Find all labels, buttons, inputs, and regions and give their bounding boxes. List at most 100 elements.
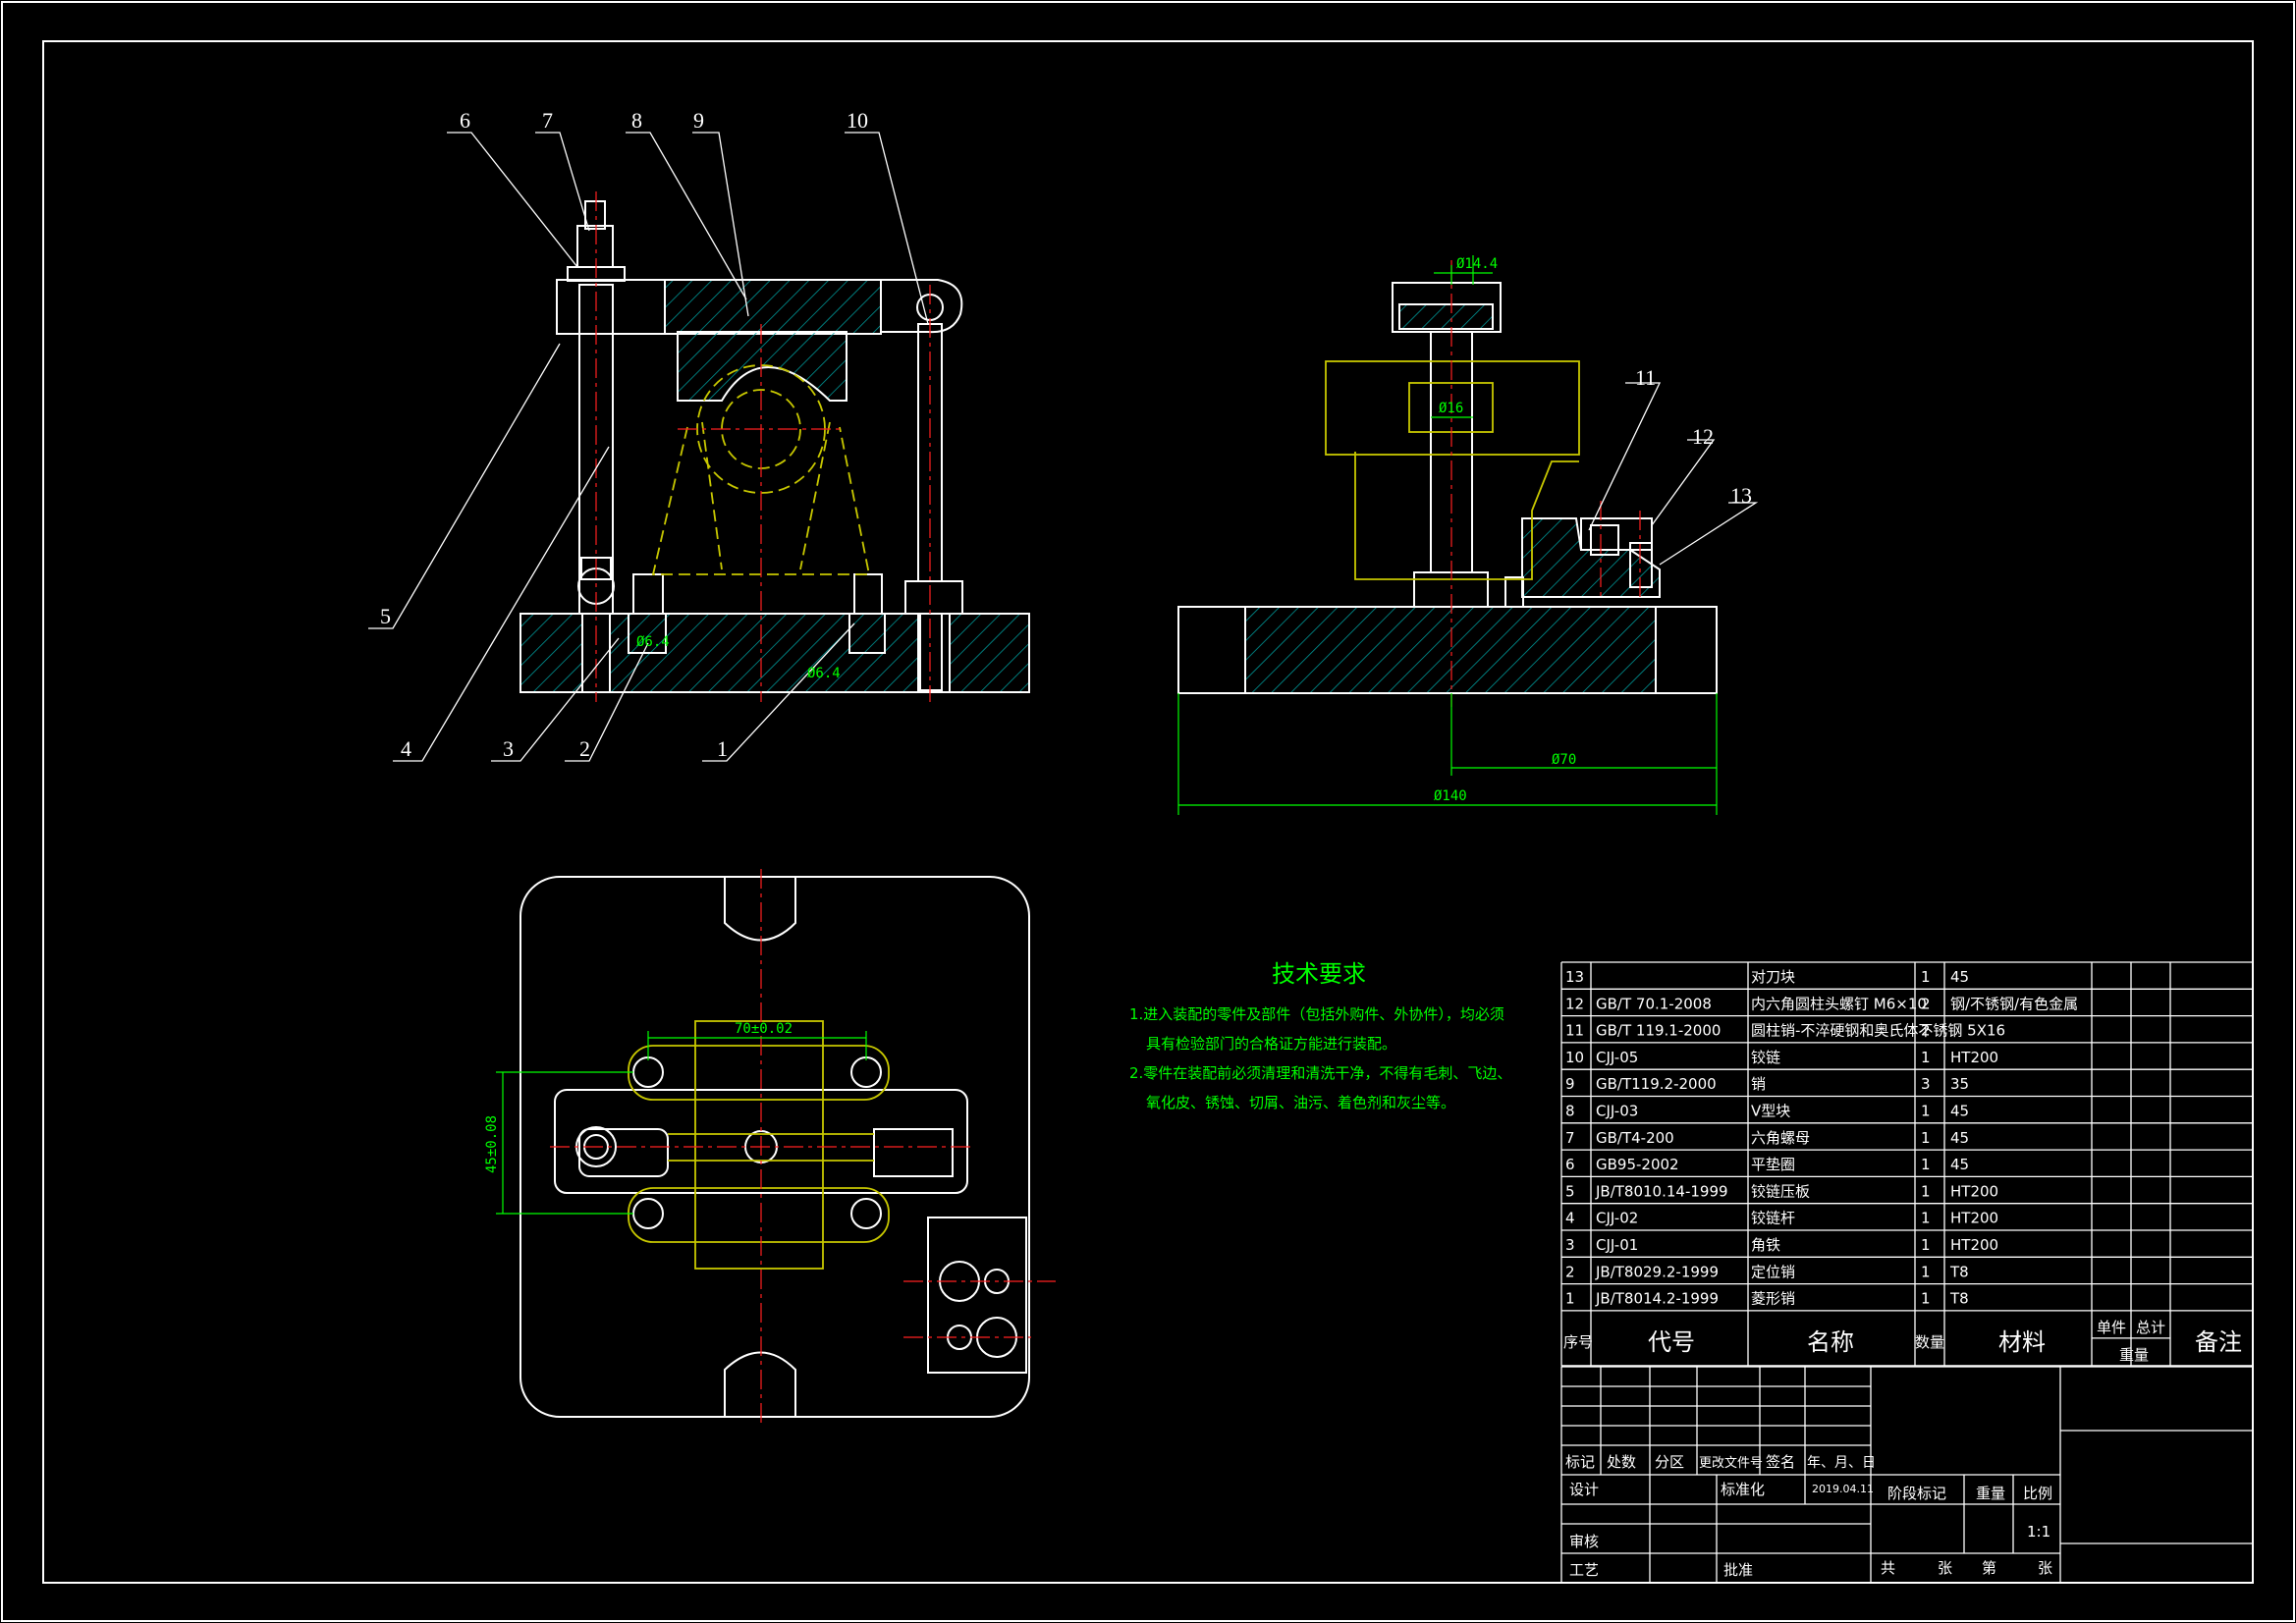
tb-doc: 更改文件号: [1699, 1456, 1763, 1471]
top-dimensions: [496, 1031, 867, 1215]
balloon-3: 3: [503, 736, 514, 761]
parts-cell-code: GB/T4-200: [1596, 1129, 1674, 1147]
parts-cell-no: 11: [1565, 1022, 1584, 1040]
parts-cell-code: GB/T 119.1-2000: [1596, 1022, 1721, 1040]
tb-mark: 标记: [1565, 1453, 1595, 1471]
hdr-remark: 备注: [2195, 1328, 2242, 1356]
tech-line2: 具有检验部门的合格证方能进行装配。: [1146, 1035, 1396, 1053]
parts-list-grid: [1560, 961, 2254, 1367]
balloon-12: 12: [1692, 424, 1714, 449]
side-view: [1177, 282, 1718, 694]
parts-cell-name: 平垫圈: [1751, 1156, 1795, 1173]
title-block-grid: [1560, 1366, 2254, 1584]
parts-cell-material: 45: [1950, 1156, 1969, 1173]
tb-sign: 签名: [1766, 1453, 1795, 1471]
hdr-unit: 单件: [2097, 1319, 2126, 1336]
parts-cell-code: CJJ-01: [1596, 1236, 1638, 1254]
parts-cell-qty: 1: [1921, 1156, 1931, 1173]
balloon-7: 7: [542, 108, 553, 133]
dim-w70: 70±0.02: [735, 1021, 793, 1037]
parts-cell-name: 销: [1751, 1075, 1766, 1093]
front-centerlines: [595, 191, 931, 702]
balloon-2: 2: [579, 736, 590, 761]
side-leaders: [1588, 382, 1759, 566]
tb-date: 年、月、日: [1807, 1455, 1876, 1471]
parts-cell-code: GB/T 70.1-2008: [1596, 995, 1712, 1012]
parts-cell-name: 铰链: [1751, 1049, 1780, 1066]
parts-cell-no: 5: [1565, 1182, 1575, 1200]
tech-line4: 氧化皮、锈蚀、切屑、油污、着色剂和灰尘等。: [1146, 1094, 1455, 1111]
hdr-material: 材料: [1998, 1328, 2046, 1356]
parts-cell-code: GB95-2002: [1596, 1156, 1679, 1173]
parts-cell-qty: 1: [1921, 1049, 1931, 1066]
parts-cell-name: 六角螺母: [1751, 1129, 1810, 1147]
parts-cell-material: HT200: [1950, 1049, 1998, 1066]
parts-cell-qty: 2: [1921, 1022, 1931, 1040]
dim-d16: Ø16: [1439, 401, 1463, 416]
tb-total-sheets: 共: [1881, 1559, 1895, 1577]
balloon-5: 5: [380, 604, 391, 628]
parts-cell-name: V型块: [1751, 1103, 1790, 1120]
tb-zone: 分区: [1655, 1453, 1684, 1471]
hdr-weight: 重量: [2119, 1346, 2149, 1364]
parts-cell-qty: 1: [1921, 1182, 1931, 1200]
tech-line3: 2.零件在装配前必须清理和清洗干净，不得有毛刺、飞边、: [1129, 1064, 1511, 1082]
tb-sheets: 张: [1938, 1559, 1952, 1577]
balloon-13: 13: [1730, 483, 1752, 508]
parts-cell-name: 定位销: [1751, 1263, 1795, 1280]
parts-cell-no: 13: [1565, 968, 1584, 986]
top-view: [519, 876, 1030, 1418]
parts-cell-no: 1: [1565, 1290, 1575, 1308]
tb-sheet-unit: 张: [2038, 1559, 2052, 1577]
dim-d14-4: Ø14.4: [1456, 256, 1498, 272]
parts-cell-qty: 1: [1921, 1210, 1931, 1227]
dim-d140: Ø140: [1434, 788, 1467, 804]
parts-cell-material: 45: [1950, 1103, 1969, 1120]
parts-cell-qty: 1: [1921, 968, 1931, 986]
balloon-9: 9: [693, 108, 704, 133]
parts-cell-no: 7: [1565, 1129, 1575, 1147]
parts-cell-no: 2: [1565, 1263, 1575, 1280]
dim-d70: Ø70: [1552, 752, 1576, 768]
parts-cell-no: 12: [1565, 995, 1584, 1012]
tb-standard: 标准化: [1721, 1481, 1765, 1498]
parts-cell-no: 8: [1565, 1103, 1575, 1120]
parts-cell-qty: 1: [1921, 1103, 1931, 1120]
tb-process: 工艺: [1569, 1561, 1599, 1579]
tb-design: 设计: [1569, 1481, 1599, 1498]
parts-cell-name: 铰链压板: [1751, 1182, 1810, 1200]
parts-cell-material: T8: [1949, 1263, 1969, 1280]
hdr-total: 总计: [2136, 1319, 2165, 1336]
tb-date-value: 2019.04.11: [1812, 1483, 1874, 1495]
tech-line1: 1.进入装配的零件及部件（包括外购件、外协件），均必须: [1129, 1005, 1504, 1023]
parts-cell-name: 铰链杆: [1751, 1210, 1795, 1227]
balloon-10: 10: [847, 108, 868, 133]
hdr-code: 代号: [1648, 1328, 1695, 1356]
dim-small-mid: Ø6.4: [807, 666, 841, 681]
balloon-1: 1: [717, 736, 728, 761]
parts-cell-no: 4: [1565, 1210, 1575, 1227]
tb-sheet-no: 第: [1982, 1559, 1996, 1577]
parts-cell-material: 钢/不锈钢/有色金属: [1950, 995, 2078, 1012]
parts-cell-qty: 1: [1921, 1236, 1931, 1254]
balloon-4: 4: [401, 736, 411, 761]
side-dimensions: [1177, 255, 1718, 815]
parts-cell-name: 圆柱销-不淬硬钢和奥氏体不锈钢 5X16: [1751, 1022, 2005, 1040]
parts-cell-material: 35: [1950, 1075, 1969, 1093]
hdr-qty: 数量: [1915, 1333, 1944, 1351]
tech-title: 技术要求: [1272, 960, 1366, 988]
parts-cell-name: 菱形销: [1751, 1290, 1795, 1308]
parts-cell-no: 3: [1565, 1236, 1575, 1254]
